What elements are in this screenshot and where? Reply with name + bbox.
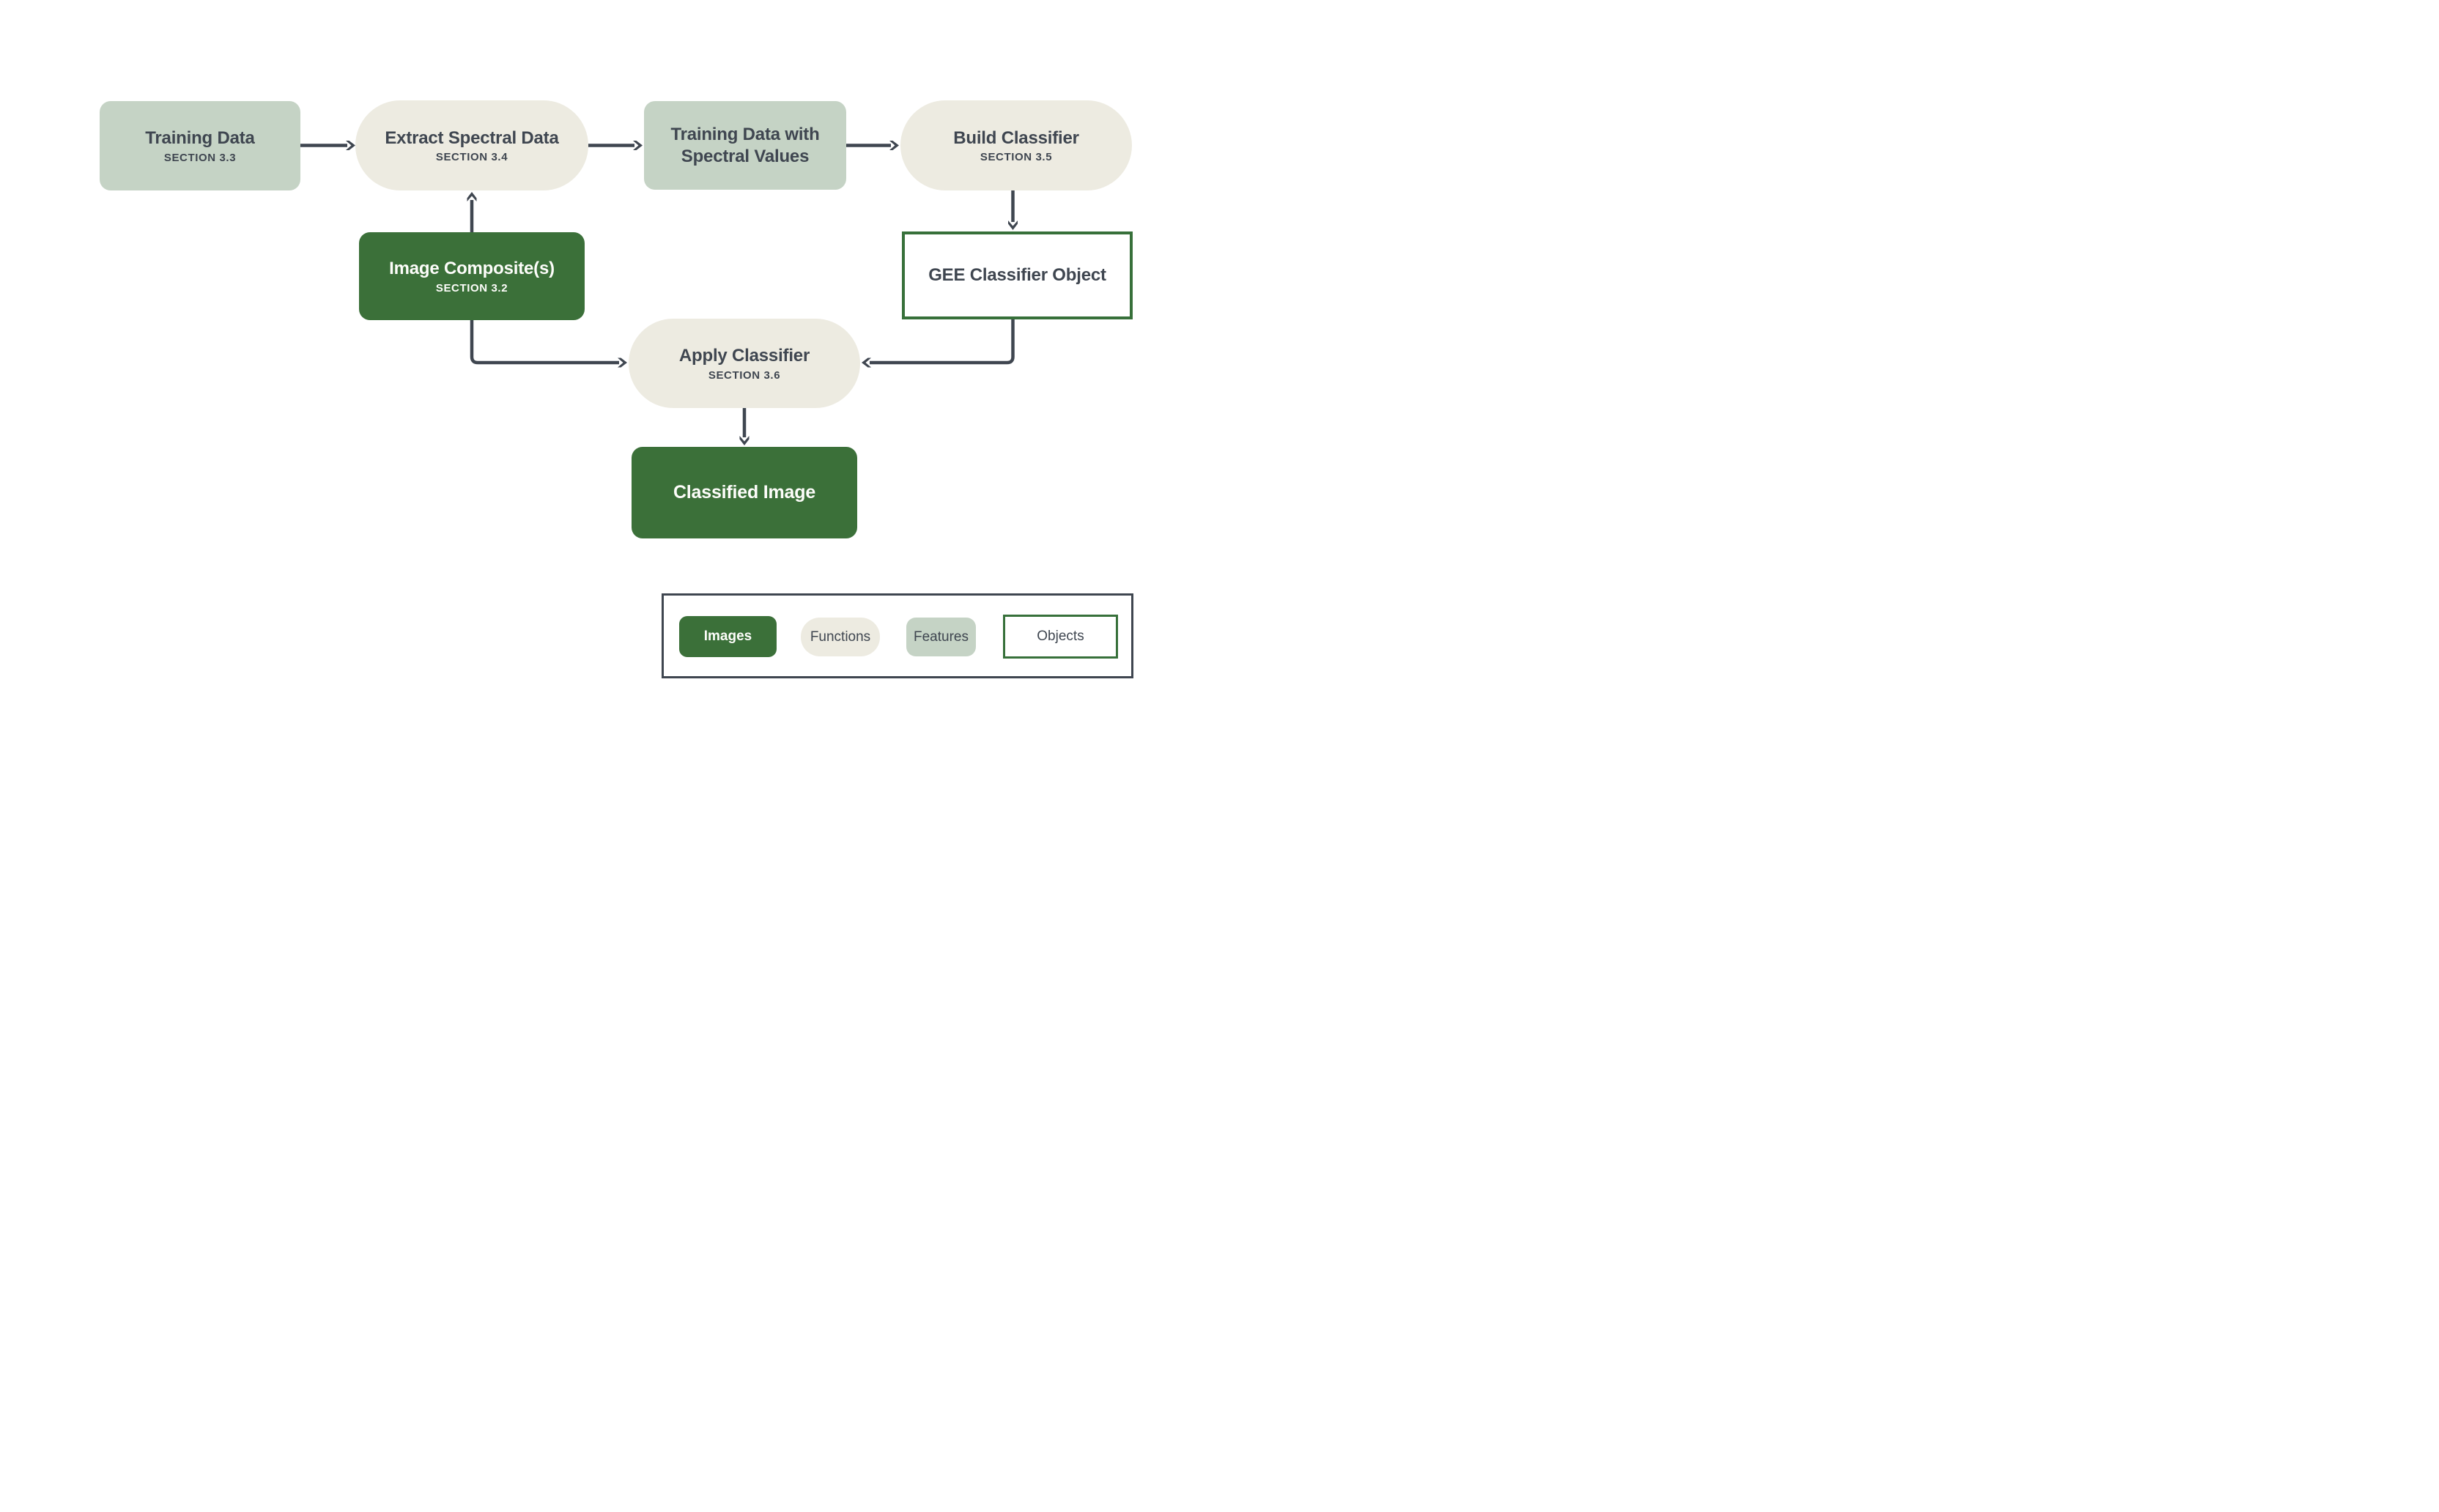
legend-item-objects: Objects	[1003, 615, 1118, 659]
flow-diagram: Training Data SECTION 3.3 Extract Spectr…	[0, 0, 1220, 756]
node-title: Apply Classifier	[678, 346, 810, 366]
legend-label: Images	[703, 629, 752, 644]
node-subtitle: SECTION 3.6	[708, 368, 781, 382]
node-subtitle: SECTION 3.4	[435, 151, 508, 164]
node-subtitle: SECTION 3.2	[435, 281, 508, 294]
node-title: Classified Image	[673, 482, 816, 503]
node-subtitle: SECTION 3.5	[980, 151, 1053, 164]
arrow-imagecomp-to-apply	[470, 320, 627, 368]
node-apply-classifier: Apply Classifier SECTION 3.6	[629, 319, 860, 408]
legend-label: Features	[914, 629, 969, 645]
legend-item-functions: Functions	[801, 618, 880, 656]
legend: Images Functions Features Objects	[662, 593, 1133, 678]
node-title: GEE Classifier Object	[928, 265, 1106, 286]
node-extract-spectral-data: Extract Spectral Data SECTION 3.4	[355, 100, 588, 190]
node-build-classifier: Build Classifier SECTION 3.5	[900, 100, 1132, 190]
arrow-gee-to-apply	[862, 319, 1015, 368]
legend-label: Functions	[810, 629, 871, 645]
node-gee-classifier-object: GEE Classifier Object	[902, 231, 1133, 319]
legend-label: Objects	[1037, 629, 1084, 644]
node-title: Extract Spectral Data	[385, 127, 559, 148]
node-classified-image: Classified Image	[632, 447, 857, 538]
node-title: Training Data	[145, 128, 255, 149]
node-title: Image Composite(s)	[389, 259, 555, 279]
legend-item-features: Features	[906, 618, 976, 656]
node-title: Training Data with Spectral Values	[670, 125, 820, 166]
node-subtitle: SECTION 3.3	[163, 151, 237, 164]
legend-item-images: Images	[679, 616, 777, 657]
node-title: Build Classifier	[953, 127, 1079, 148]
node-image-composites: Image Composite(s) SECTION 3.2	[359, 232, 585, 320]
node-training-data-with-spectral-values: Training Data with Spectral Values	[644, 101, 846, 190]
node-training-data: Training Data SECTION 3.3	[100, 101, 300, 190]
